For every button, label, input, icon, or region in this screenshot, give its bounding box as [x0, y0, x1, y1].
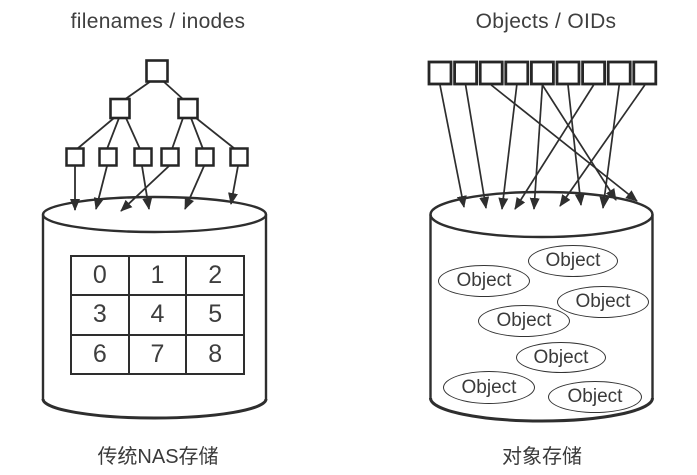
mapping-arrow	[514, 84, 595, 210]
object-bubble: Object	[443, 371, 535, 404]
inode-tree	[76, 80, 236, 150]
object-bubble: Object	[548, 381, 642, 413]
oid-square	[453, 60, 479, 86]
object-bubble: Object	[528, 245, 618, 277]
tree-edge	[125, 117, 141, 150]
tree-node	[195, 147, 215, 167]
mapping-arrow	[439, 84, 467, 208]
tree-node	[133, 147, 153, 167]
object-bubble: Object	[438, 265, 530, 297]
mapping-arrow	[490, 84, 638, 202]
cylinder-bottom	[41, 398, 268, 420]
mapping-arrow	[541, 84, 617, 201]
block-cell: 3	[70, 294, 130, 336]
object-bubble: Object	[557, 286, 649, 318]
table-row: 3 4 5	[70, 294, 245, 336]
mapping-arrow	[529, 84, 544, 210]
mapping-arrow	[93, 165, 108, 210]
oid-row	[427, 60, 658, 86]
inode-mapping-arrows	[70, 165, 239, 212]
tree-edge	[190, 117, 204, 150]
tree-edge	[162, 80, 185, 101]
oid-mapping-arrows	[439, 84, 646, 210]
tree-edge	[106, 117, 120, 150]
cylinder-top	[41, 195, 268, 234]
mapping-arrow	[567, 84, 585, 206]
object-bubble: Object	[478, 305, 570, 337]
tree-node	[98, 147, 118, 167]
table-row: 6 7 8	[70, 333, 245, 376]
block-cell: 6	[70, 333, 130, 376]
block-cell: 2	[185, 254, 245, 297]
mapping-arrow	[184, 165, 205, 210]
object-cylinder	[429, 190, 654, 423]
block-cell: 5	[185, 294, 245, 336]
mapping-arrow	[559, 84, 646, 207]
cylinder-top	[429, 190, 654, 239]
tree-edge	[195, 117, 236, 150]
mapping-arrow	[599, 84, 621, 209]
tree-node	[229, 147, 249, 167]
table-row: 0 1 2	[70, 254, 245, 297]
tree-node	[109, 97, 131, 120]
tree-node-root	[145, 59, 169, 83]
mapping-arrow	[464, 84, 490, 209]
block-table: 0 1 2 3 4 5 6 7 8	[70, 254, 245, 376]
oid-square	[606, 60, 632, 86]
block-cell: 0	[70, 254, 130, 297]
oid-square	[555, 60, 581, 86]
nas-cylinder	[41, 195, 268, 420]
block-cell: 7	[127, 333, 188, 376]
block-cell: 8	[185, 333, 245, 376]
mapping-arrow	[120, 165, 170, 212]
block-cell: 4	[127, 294, 188, 336]
tree-edge	[123, 80, 152, 101]
block-cell: 1	[127, 254, 188, 297]
left-title: filenames / inodes	[70, 10, 246, 33]
tree-edge	[171, 117, 184, 150]
inode-tree-nodes	[65, 59, 249, 167]
oid-square	[632, 60, 658, 86]
left-caption: 传统NAS存储	[97, 446, 219, 468]
oid-square	[427, 60, 453, 86]
cylinder-bottom	[429, 397, 654, 423]
tree-node	[160, 147, 180, 167]
right-caption: 对象存储	[502, 446, 582, 468]
oid-square	[581, 60, 606, 86]
tree-node	[177, 97, 199, 120]
tree-edge	[76, 117, 115, 150]
oid-square	[530, 60, 555, 86]
mapping-arrow	[498, 84, 518, 210]
tree-node	[65, 147, 85, 167]
oid-square	[478, 60, 504, 86]
object-bubble: Object	[516, 342, 606, 373]
right-title: Objects / OIDs	[475, 10, 617, 33]
mapping-arrow	[228, 165, 239, 205]
oid-square	[504, 60, 530, 86]
